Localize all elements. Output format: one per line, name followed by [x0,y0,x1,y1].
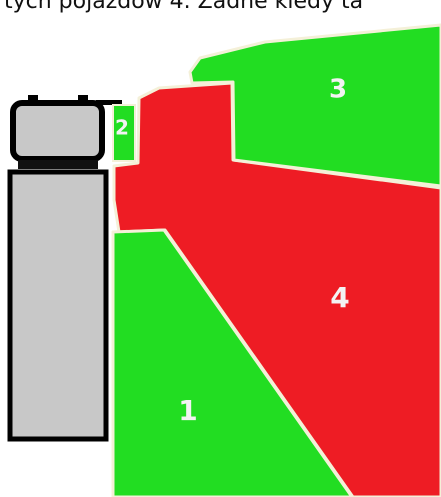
cab-roof-marker-left [28,95,38,101]
zone-label-2: 2 [115,116,129,140]
zone-label-3: 3 [329,75,347,105]
cab-roof-marker-right [78,95,88,101]
truck-trailer [10,172,106,439]
truck-cab [13,103,102,159]
zone-label-1: 1 [178,394,197,427]
zone-label-4: 4 [330,281,349,314]
cab-trailer-coupling [18,160,98,169]
